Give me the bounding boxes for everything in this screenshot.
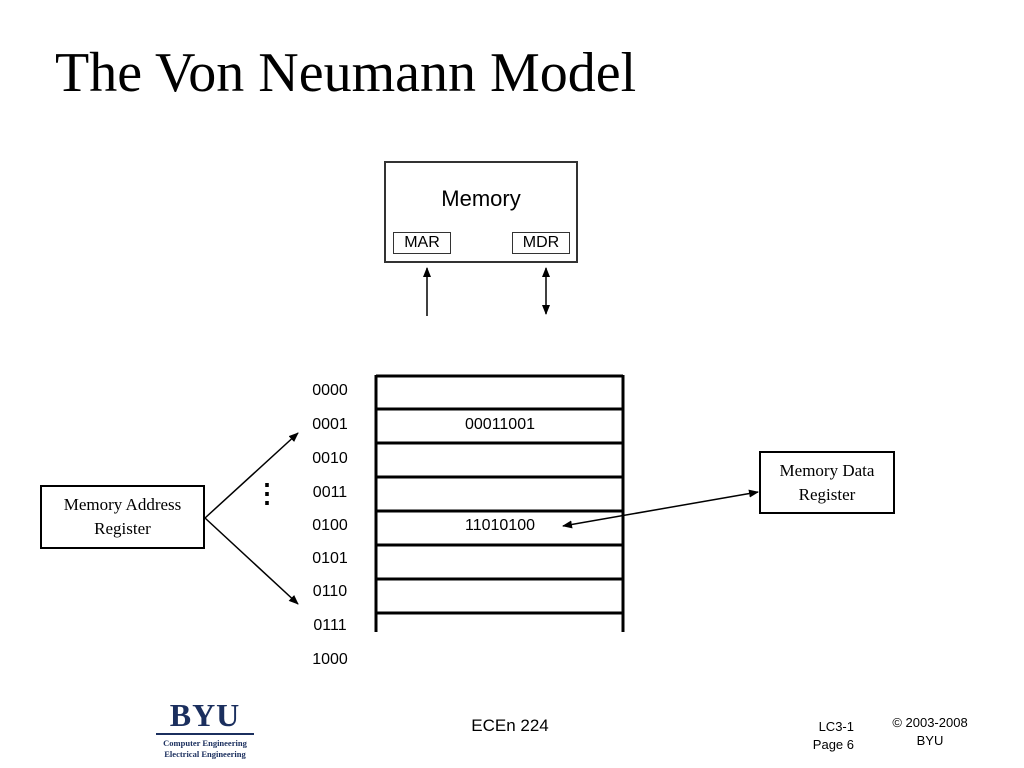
address-label: 1000	[312, 651, 348, 668]
mdr-register-box: MDR	[512, 232, 570, 254]
address-label: 0111	[313, 617, 347, 634]
address-label: 0001	[312, 416, 348, 433]
byu-logo: BYU	[169, 697, 241, 733]
address-label: 0101	[312, 550, 348, 567]
copyright-years: © 2003-2008	[892, 715, 968, 730]
memory-cell-value: 00011001	[465, 416, 535, 433]
address-label: 0010	[312, 450, 348, 467]
memory-table-frame	[374, 374, 625, 632]
mar-box-label-line2: Register	[94, 519, 151, 538]
logo-line-computer-engineering: Computer Engineering	[163, 738, 247, 748]
memory-address-register-box: Memory Address Register	[40, 485, 205, 549]
page-number: Page 6	[812, 737, 854, 752]
course-label: ECEn 224	[471, 716, 549, 735]
address-arrow-up	[204, 432, 299, 519]
address-label: 0000	[312, 382, 348, 399]
data-register-arrow	[562, 489, 759, 529]
page-info: LC3-1 Page 6	[790, 718, 854, 754]
mdr-box-label-line2: Register	[798, 484, 856, 504]
logo-divider	[156, 733, 254, 735]
slide-title: The Von Neumann Model	[55, 42, 637, 104]
memory-label: Memory	[441, 186, 521, 211]
mdr-box-label-line1: Memory Data	[779, 460, 875, 480]
lesson-label: LC3-1	[818, 719, 854, 734]
memory-unit-box	[384, 161, 578, 263]
address-arrow-down	[204, 517, 299, 605]
copyright-owner: BYU	[916, 733, 944, 748]
ellipsis-dots: ⋮	[254, 478, 280, 508]
copyright: © 2003-2008 BYU	[880, 714, 980, 750]
address-label: 0100	[312, 517, 348, 534]
memory-data-register-box: Memory Data Register	[759, 451, 895, 514]
address-label: 0110	[312, 583, 348, 600]
address-label: 0011	[312, 484, 348, 501]
mar-box-label-line1: Memory Address	[63, 495, 182, 514]
logo-line-electrical-engineering: Electrical Engineering	[164, 749, 246, 759]
memory-cell-value: 11010100	[465, 517, 535, 534]
mar-register-box: MAR	[393, 232, 451, 254]
